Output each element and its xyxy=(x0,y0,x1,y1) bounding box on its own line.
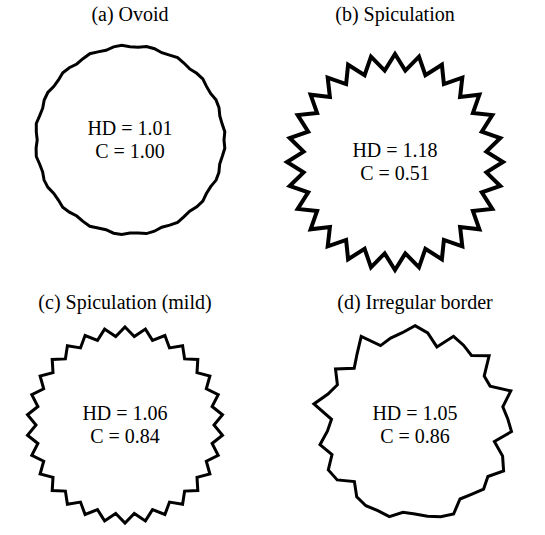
measure-group: HD = 1.01C = 1.00 xyxy=(30,117,230,163)
panel-title: (b) Spiculation xyxy=(285,2,505,26)
shape-panel: (d) Irregular border HD = 1.05C = 0.86 xyxy=(300,290,530,530)
panel-title: (c) Spiculation (mild) xyxy=(20,290,230,314)
measure-value: HD = 1.06 xyxy=(20,402,230,425)
measure-value: HD = 1.18 xyxy=(285,139,505,162)
measure-group: HD = 1.18C = 0.51 xyxy=(285,139,505,185)
measure-value: C = 0.51 xyxy=(285,162,505,185)
measure-value: HD = 1.05 xyxy=(300,402,530,425)
contour-outline xyxy=(285,2,505,274)
panel-title: (d) Irregular border xyxy=(300,290,530,314)
measure-value: C = 0.84 xyxy=(20,425,230,448)
measure-value: HD = 1.01 xyxy=(30,117,230,140)
shape-panel: (c) Spiculation (mild) HD = 1.06C = 0.84 xyxy=(20,290,230,530)
panel-title: (a) Ovoid xyxy=(30,2,230,26)
measure-value: C = 1.00 xyxy=(30,140,230,163)
lesion-border xyxy=(36,45,225,234)
measure-group: HD = 1.05C = 0.86 xyxy=(300,402,530,448)
measure-group: HD = 1.06C = 0.84 xyxy=(20,402,230,448)
shape-panel: (b) Spiculation HD = 1.18C = 0.51 xyxy=(285,2,505,274)
measure-value: C = 0.86 xyxy=(300,425,530,448)
shape-panel: (a) Ovoid HD = 1.01C = 1.00 xyxy=(30,2,230,242)
